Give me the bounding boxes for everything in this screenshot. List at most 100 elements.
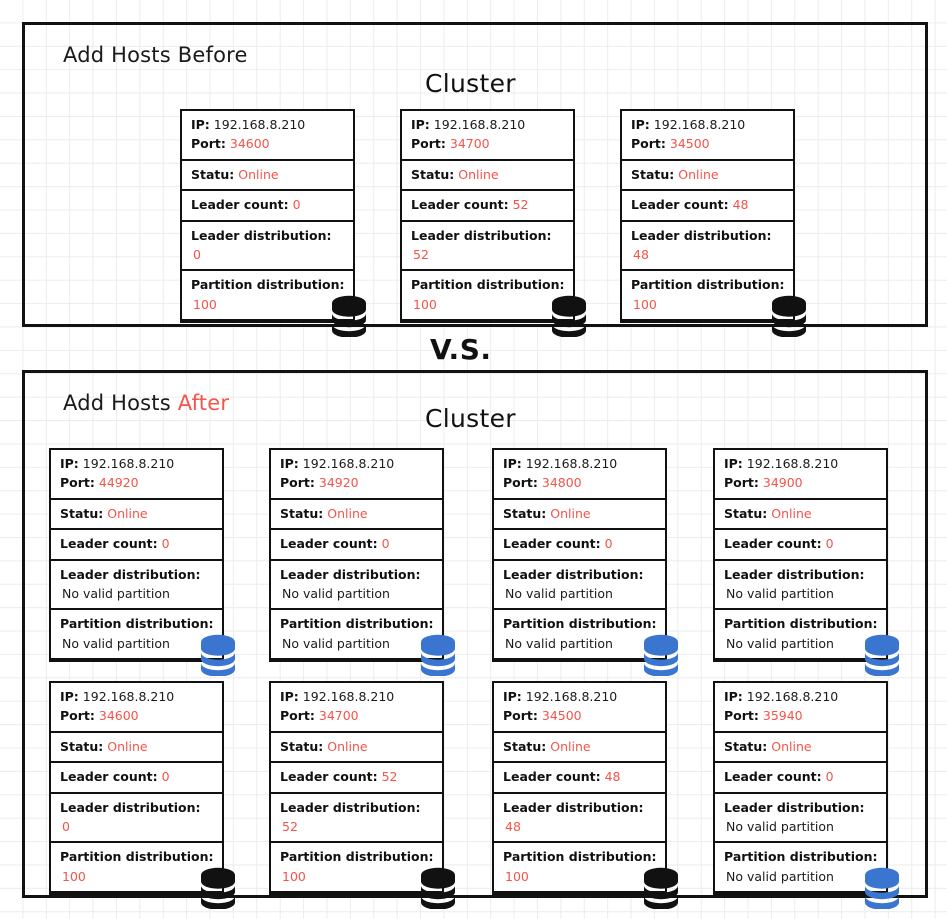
host-port-row: Port: 44920 (60, 473, 213, 492)
host-leader-distribution-label: Leader distribution: (724, 566, 865, 582)
host-partition-distribution-value-row: 100 (503, 867, 656, 886)
host-ip-value: 192.168.8.210 (302, 456, 395, 471)
host-leader-count-value: 48 (732, 197, 749, 213)
host-card-section-status: Statu: Online (494, 500, 665, 531)
host-leader-count-value: 0 (161, 536, 170, 552)
database-icon (861, 632, 903, 676)
host-port-label: Port: (191, 136, 226, 152)
panel-add-hosts-after: Add Hosts After Cluster IP: 192.168.8.21… (22, 370, 928, 909)
host-partition-distribution-label-row: Partition distribution: (280, 847, 433, 866)
host-leader-distribution-label: Leader distribution: (191, 227, 332, 243)
host-port-label: Port: (60, 475, 95, 491)
host-leader-distribution-label: Leader distribution: (631, 227, 772, 243)
host-leader-count-row: Leader count: 48 (503, 767, 656, 786)
host-leader-distribution-value-row: 48 (631, 245, 784, 264)
host-status-label: Statu: (280, 505, 324, 521)
host-ip-value: 192.168.8.210 (82, 689, 175, 704)
host-leader-distribution-label: Leader distribution: (503, 799, 644, 815)
host-leader-distribution-label-row: Leader distribution: (60, 798, 213, 817)
host-partition-distribution-label-row: Partition distribution: (503, 614, 656, 633)
host-ip-row: IP: 192.168.8.210 (724, 454, 877, 473)
host-partition-distribution-value-row: No valid partition (280, 634, 433, 653)
host-leader-distribution-value: No valid partition (726, 818, 834, 834)
host-leader-count-value: 0 (292, 197, 301, 213)
host-card-section-leader-count: Leader count: 0 (494, 530, 665, 561)
host-port-label: Port: (280, 475, 315, 491)
host-ip-label: IP: (724, 689, 743, 704)
host-port-label: Port: (280, 708, 315, 724)
host-leader-count-label: Leader count: (191, 197, 289, 213)
host-ip-value: 192.168.8.210 (525, 689, 618, 704)
host-card-section-leader-distribution: Leader distribution:No valid partition (715, 794, 886, 844)
host-card-section-leader-count: Leader count: 0 (51, 763, 222, 794)
database-icon (197, 865, 239, 909)
panel-heading-after-text: Add Hosts (63, 391, 178, 415)
host-partition-distribution-label: Partition distribution: (631, 277, 785, 293)
host-card-section-status: Statu: Online (715, 500, 886, 531)
host-leader-distribution-value-row: No valid partition (724, 817, 877, 836)
host-card-section-leader-count: Leader count: 0 (51, 530, 222, 561)
host-ip-row: IP: 192.168.8.210 (503, 454, 656, 473)
host-leader-count-value: 0 (825, 769, 834, 785)
host-status-row: Statu: Online (191, 165, 344, 184)
cluster-title-before: Cluster (425, 69, 516, 98)
host-leader-distribution-value-row: 52 (411, 245, 564, 264)
host-leader-count-row: Leader count: 0 (724, 534, 877, 553)
host-port-value: 34700 (449, 136, 490, 152)
host-port-label: Port: (724, 475, 759, 491)
host-port-label: Port: (724, 708, 759, 724)
host-leader-count-value: 0 (161, 769, 170, 785)
host-card-section-status: Statu: Online (51, 733, 222, 764)
host-card-section-partition-distribution: Partition distribution:No valid partitio… (715, 843, 886, 893)
host-partition-distribution-label: Partition distribution: (60, 616, 214, 632)
host-card-section-status: Statu: Online (271, 733, 442, 764)
host-leader-distribution-value: No valid partition (726, 585, 834, 601)
host-leader-count-row: Leader count: 0 (724, 767, 877, 786)
host-leader-count-row: Leader count: 0 (191, 195, 344, 214)
host-status-row: Statu: Online (503, 504, 656, 523)
host-leader-count-value: 0 (381, 536, 390, 552)
host-ip-row: IP: 192.168.8.210 (280, 454, 433, 473)
host-card-section-leader-distribution: Leader distribution:48 (494, 794, 665, 844)
host-partition-distribution-value: 100 (633, 296, 657, 312)
host-leader-distribution-label-row: Leader distribution: (503, 565, 656, 584)
host-leader-distribution-value: No valid partition (62, 585, 170, 601)
host-card-section-partition-distribution: Partition distribution:100 (271, 843, 442, 893)
host-leader-distribution-label-row: Leader distribution: (60, 565, 213, 584)
host-partition-distribution-label-row: Partition distribution: (724, 614, 877, 633)
host-partition-distribution-value-row: 100 (280, 867, 433, 886)
host-leader-distribution-value-row: 0 (191, 245, 344, 264)
host-ip-label: IP: (280, 689, 299, 704)
host-card-section-partition-distribution: Partition distribution:No valid partitio… (51, 610, 222, 660)
host-partition-distribution-value: 100 (505, 868, 529, 884)
host-ip-row: IP: 192.168.8.210 (280, 687, 433, 706)
host-leader-distribution-value-row: 52 (280, 817, 433, 836)
host-ip-value: 192.168.8.210 (213, 117, 306, 132)
host-leader-count-row: Leader count: 0 (60, 534, 213, 553)
host-status-value: Online (238, 166, 279, 182)
host-leader-count-row: Leader count: 0 (60, 767, 213, 786)
host-leader-distribution-label-row: Leader distribution: (724, 565, 877, 584)
panel-heading-before: Add Hosts Before (63, 43, 248, 67)
host-port-value: 35940 (762, 708, 803, 724)
host-card-section-partition-distribution: Partition distribution: 100 (622, 271, 793, 321)
host-partition-distribution-label-row: Partition distribution: (411, 275, 564, 294)
host-partition-distribution-value: 100 (193, 296, 217, 312)
host-port-label: Port: (60, 708, 95, 724)
host-port-value: 34700 (318, 708, 359, 724)
host-partition-distribution-value-row: 100 (631, 295, 784, 314)
host-partition-distribution-label-row: Partition distribution: (724, 847, 877, 866)
